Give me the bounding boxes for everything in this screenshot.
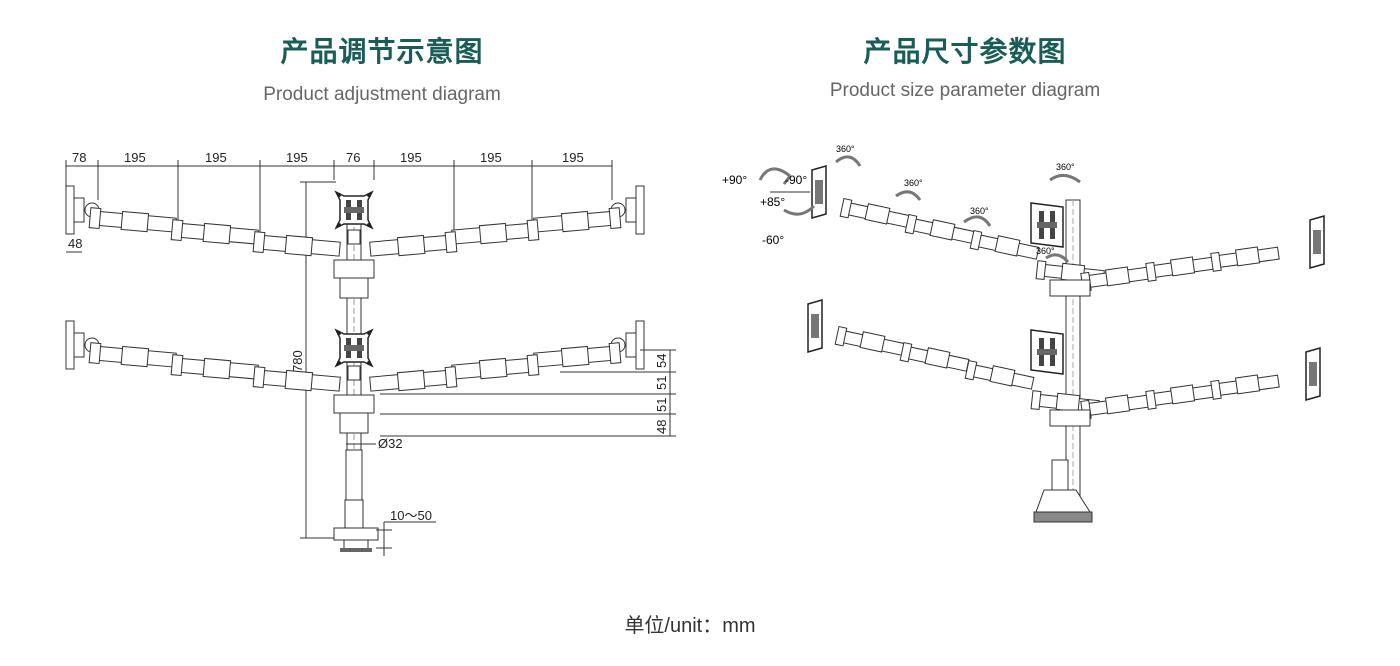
rotation-label-5: 360° [1036,246,1055,256]
rotation-label-1: 360° [836,144,855,154]
left-diagram-title: 产品调节示意图 [280,35,484,68]
left-diagram-subtitle: Product adjustment diagram [263,84,501,105]
dim-top-7: 195 [562,150,584,165]
dim-48-label: 48 [68,236,82,251]
top-center-mount-icon [335,191,373,229]
angle-plus85: +85° [760,195,785,209]
right-diagram-subtitle: Product size parameter diagram [829,80,1101,101]
lower-arm-row [66,321,644,434]
lower-right-arm [1080,347,1321,420]
dim-diameter-label: Ø32 [378,436,403,451]
upper-left-arm [811,165,1106,287]
upper-arm-row [66,186,644,299]
rotation-arrows [758,155,1081,264]
dim-top-4: 76 [346,150,360,165]
upper-center-mount-icon [1030,202,1064,248]
dim-right-2: 51 [654,398,669,412]
rotation-label-2: 360° [904,178,923,188]
dim-top-1: 195 [124,150,146,165]
right-diagram-title: 产品尺寸参数图 [863,35,1067,68]
dim-top-5: 195 [400,150,422,165]
dim-top-3: 195 [286,150,308,165]
lower-center-mount-icon [1030,329,1064,375]
dim-top-0: 78 [72,150,86,165]
angle-minus60: -60° [762,233,784,247]
height-dimension: 780 [290,181,336,539]
angle-plus90: +90° [722,173,747,187]
dim-right-3: 48 [654,420,669,434]
adjustment-diagram: 78 195 195 195 76 195 195 195 48 780 [65,150,676,556]
dim-right-0: 54 [654,354,669,368]
dim-top-2: 195 [205,150,227,165]
dim-top-6: 195 [480,150,502,165]
angle-labels: +90° -90° +85° -60° 360° 360° 360° 360° … [722,144,1075,256]
unit-label: 单位/unit：mm [624,615,756,637]
dim-right-1: 51 [654,376,669,390]
clamp-range-dimension: 10～50 [376,508,436,556]
top-dimension-chain: 78 195 195 195 76 195 195 195 48 [65,150,613,253]
rotation-label-3: 360° [970,206,989,216]
upper-right-arm [1080,215,1325,292]
right-dimension-chain: 54 51 51 48 [380,349,676,437]
rotation-label-4: 360° [1056,162,1075,172]
pole-diameter-dimension: Ø32 [346,436,403,451]
lower-left-arm [807,299,1101,417]
dim-780-label: 780 [290,350,305,372]
dim-clamp-label: 10～50 [390,508,432,523]
lower-center-mount-icon [335,329,373,367]
angle-minus90: -90° [785,173,807,187]
